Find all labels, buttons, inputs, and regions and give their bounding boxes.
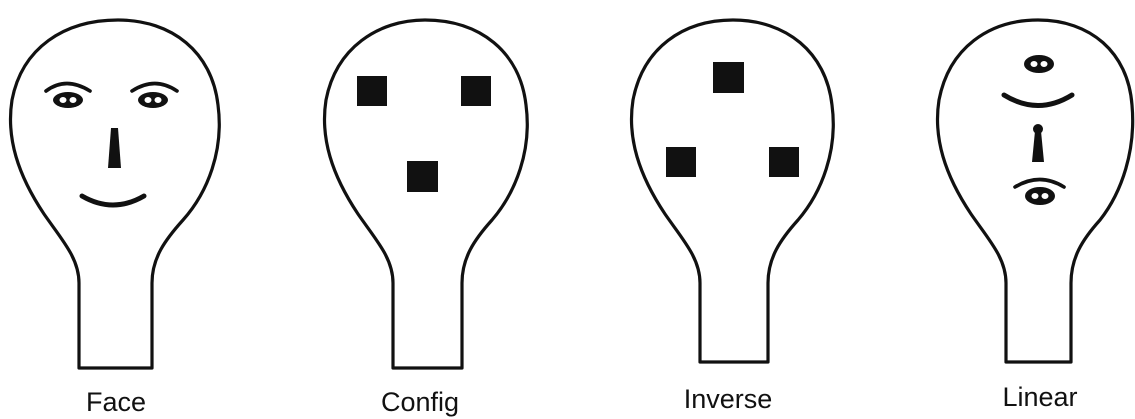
square-top-left [357,76,387,106]
square-bottom [407,161,438,192]
panel-label: Config [381,387,459,417]
nose [1032,131,1044,162]
square-top-right [461,76,491,106]
panel-label: Face [86,387,146,417]
bottom-eyebrow [1015,180,1064,188]
head-outline [10,20,219,368]
mouth [82,196,144,205]
right-eye [138,92,168,108]
panel-linear: Linear [937,20,1132,412]
panel-inverse: Inverse [631,20,833,414]
top-eye [1024,55,1054,73]
top-eye-highlight [1041,61,1048,67]
bottom-eye [1025,187,1055,205]
panel-face: Face [10,20,219,417]
panel-label: Inverse [684,384,773,414]
nose [108,128,121,168]
bottom-eye-highlight [1032,193,1039,199]
head-outline [324,20,527,368]
mouth [1004,95,1072,106]
right-eye-highlight [155,97,162,103]
panel-config: Config [324,20,527,417]
square-top [713,62,744,93]
left-eyebrow [46,84,90,92]
bottom-eye-highlight [1042,193,1049,199]
right-eye-highlight [145,97,152,103]
top-eye-highlight [1031,61,1038,67]
left-eye [53,92,83,108]
square-bottom-left [666,147,696,177]
left-eye-highlight [70,97,77,103]
left-eye-highlight [60,97,67,103]
right-eyebrow [132,84,177,92]
square-bottom-right [769,147,799,177]
panel-label: Linear [1002,382,1077,412]
